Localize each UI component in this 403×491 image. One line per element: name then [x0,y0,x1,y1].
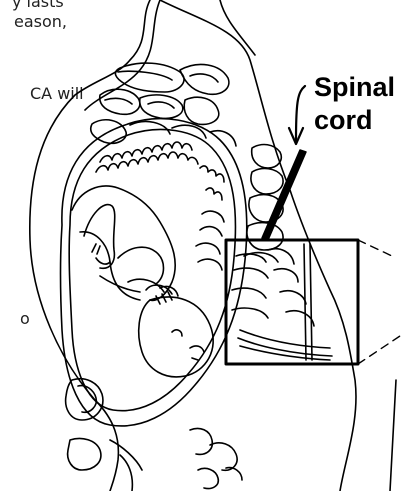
label-arrow [289,86,305,144]
placenta [96,142,224,200]
zoom-inset-box [226,240,400,364]
spinal-cord-label-line2: cord [314,106,373,134]
fetus [72,186,213,377]
right-edge-line [390,380,396,491]
spinal-cord-label-line1: Spinal [314,73,395,101]
body-outline [30,0,356,491]
lower-bowel [196,211,224,270]
intestines [91,63,236,146]
